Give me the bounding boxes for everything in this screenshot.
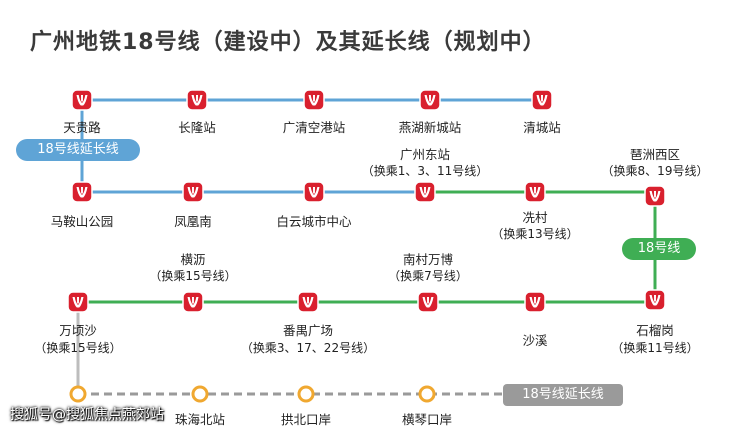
station-transfer-panyuguangchang: （换乘3、17、22号线） <box>240 341 376 355</box>
station-transfer-guangzhoudongzhan: （换乘1、3、11号线） <box>361 164 489 178</box>
station-label-gongbeikouan: 拱北口岸 <box>280 412 332 427</box>
page-title: 广州地铁18号线（建设中）及其延长线（规划中） <box>30 30 546 55</box>
station-label-nancunwanbo: 南村万博 <box>402 252 454 267</box>
station-zhuhaibeizhan-icon[interactable] <box>191 385 209 403</box>
station-label-baiyunchengshizhongxin: 白云城市中心 <box>276 214 352 229</box>
station-gongbeikouan-icon[interactable] <box>297 385 315 403</box>
station-hengqinkouan-icon[interactable] <box>418 385 436 403</box>
station-label-xiancun: 冼村 <box>522 210 548 225</box>
station-transfer-shiliugang: （换乘11号线） <box>611 341 699 355</box>
station-label-yanhuxincheng: 燕湖新城站 <box>398 120 462 135</box>
station-changlongzhan-icon[interactable] <box>186 89 208 111</box>
station-xiancun-icon[interactable] <box>524 181 546 203</box>
station-label-shaxi: 沙溪 <box>522 333 548 348</box>
station-fenghuangnan-icon[interactable] <box>182 181 204 203</box>
station-pazhouxiqu-icon[interactable] <box>644 185 666 207</box>
extension-line-badge-top: 18号线延长线 <box>16 139 140 161</box>
station-panyuguangchang-icon[interactable] <box>297 291 319 313</box>
station-tianguilu-icon[interactable] <box>71 89 93 111</box>
station-shiliugang-icon[interactable] <box>644 289 666 311</box>
station-transfer-pazhouxiqu: （换乘8、19号线） <box>601 164 709 178</box>
station-transfer-wanqingsha: （换乘15号线） <box>34 341 122 355</box>
station-guangzhoudongzhan-icon[interactable] <box>414 181 436 203</box>
station-label-panyuguangchang: 番禺广场 <box>282 323 334 338</box>
station-maanshangongyuan-icon[interactable] <box>71 181 93 203</box>
station-yanhuxincheng-icon[interactable] <box>419 89 441 111</box>
station-transfer-xiancun: （换乘13号线） <box>491 227 579 241</box>
station-label-fenghuangnan: 凤凰南 <box>174 214 212 229</box>
station-label-tianguilu: 天贵路 <box>63 120 101 135</box>
station-wanqingsha-icon[interactable] <box>67 291 89 313</box>
station-planned-unnamed-icon[interactable] <box>69 385 87 403</box>
watermark: 搜狐号@搜狐焦点燕郊站 <box>10 407 164 423</box>
station-label-hengli: 横沥 <box>180 252 206 267</box>
station-qingchengzhan-icon[interactable] <box>531 89 553 111</box>
station-hengli-icon[interactable] <box>182 291 204 313</box>
station-baiyunchengshizhongxin-icon[interactable] <box>303 181 325 203</box>
station-transfer-hengli: （换乘15号线） <box>149 269 237 283</box>
station-label-zhuhaibeizhan: 珠海北站 <box>174 412 226 427</box>
station-label-maanshangongyuan: 马鞍山公园 <box>50 214 114 229</box>
station-shaxi-icon[interactable] <box>524 291 546 313</box>
station-nancunwanbo-icon[interactable] <box>417 291 439 313</box>
station-label-guangqingkonggang: 广清空港站 <box>282 120 346 135</box>
extension-line-badge-bottom: 18号线延长线 <box>503 384 623 406</box>
station-label-pazhouxiqu: 琶洲西区 <box>629 147 681 162</box>
station-label-hengqinkouan: 横琴口岸 <box>401 412 453 427</box>
station-label-shiliugang: 石榴岗 <box>636 323 674 338</box>
station-label-changlongzhan: 长隆站 <box>178 120 216 135</box>
line-18-badge: 18号线 <box>622 238 696 260</box>
station-label-qingchengzhan: 清城站 <box>523 120 561 135</box>
line-18 <box>78 190 657 304</box>
station-guangqingkonggang-icon[interactable] <box>303 89 325 111</box>
station-label-guangzhoudongzhan: 广州东站 <box>399 147 451 162</box>
station-transfer-nancunwanbo: （换乘7号线） <box>388 269 468 283</box>
station-label-wanqingsha: 万顷沙 <box>59 323 97 338</box>
